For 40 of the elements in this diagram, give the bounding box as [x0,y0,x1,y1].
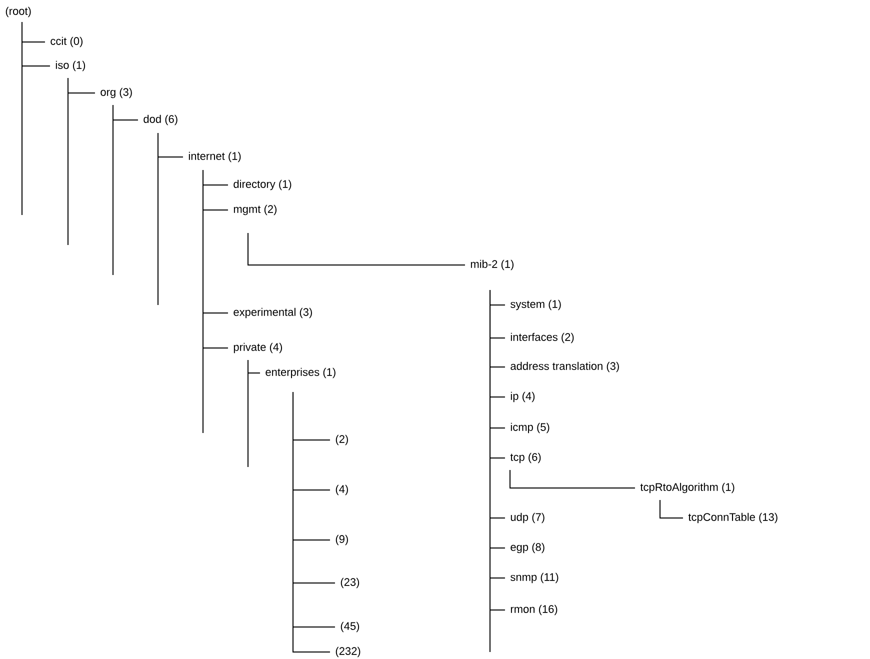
node-label: dod (6) [144,114,178,126]
node-label: tcpRtoAlgorithm (1) [640,482,734,494]
node-label: (23) [340,578,360,588]
node-label: (232) [336,646,360,658]
node-label: (2) [336,434,348,446]
node-label: (45) [340,622,360,632]
tree-connector [292,392,330,652]
tree-connector [158,132,184,158]
node-label: (root) [6,6,31,18]
node-label: experimental (3) [234,308,312,318]
tree-connector [22,22,50,66]
tree-connector [248,360,260,374]
node-label: iso (1) [56,60,86,72]
tree-connector [112,104,138,120]
node-label: egp (8) [510,542,544,554]
node-label: interfaces (2) [510,332,574,344]
node-label: address translation (3) [510,362,619,372]
tree-connector [510,470,636,488]
node-label: ip (4) [510,392,535,402]
node-label: (9) [336,534,348,546]
node-label: mib-2 (1) [470,260,514,270]
node-label: (4) [336,484,348,496]
node-label: udp (7) [510,512,544,524]
node-label: directory (1) [234,180,292,190]
node-label: org (3) [100,88,132,98]
tree-connector [248,232,466,266]
node-label: enterprises (1) [266,368,336,378]
tree-connector [660,500,684,518]
node-label: mgmt (2) [234,204,276,216]
node-label: tcpConnTable (13) [688,512,778,524]
node-label: ccit (0) [50,36,82,48]
tree-connector [68,78,96,94]
node-label: tcp (6) [510,452,541,464]
node-label: private (4) [234,342,282,354]
node-label: internet (1) [188,152,241,162]
node-label: snmp (11) [510,572,558,584]
node-label: icmp (5) [510,422,550,434]
node-label: system (1) [510,300,561,310]
tree-connector [202,170,228,348]
node-label: rmon (16) [510,604,558,616]
